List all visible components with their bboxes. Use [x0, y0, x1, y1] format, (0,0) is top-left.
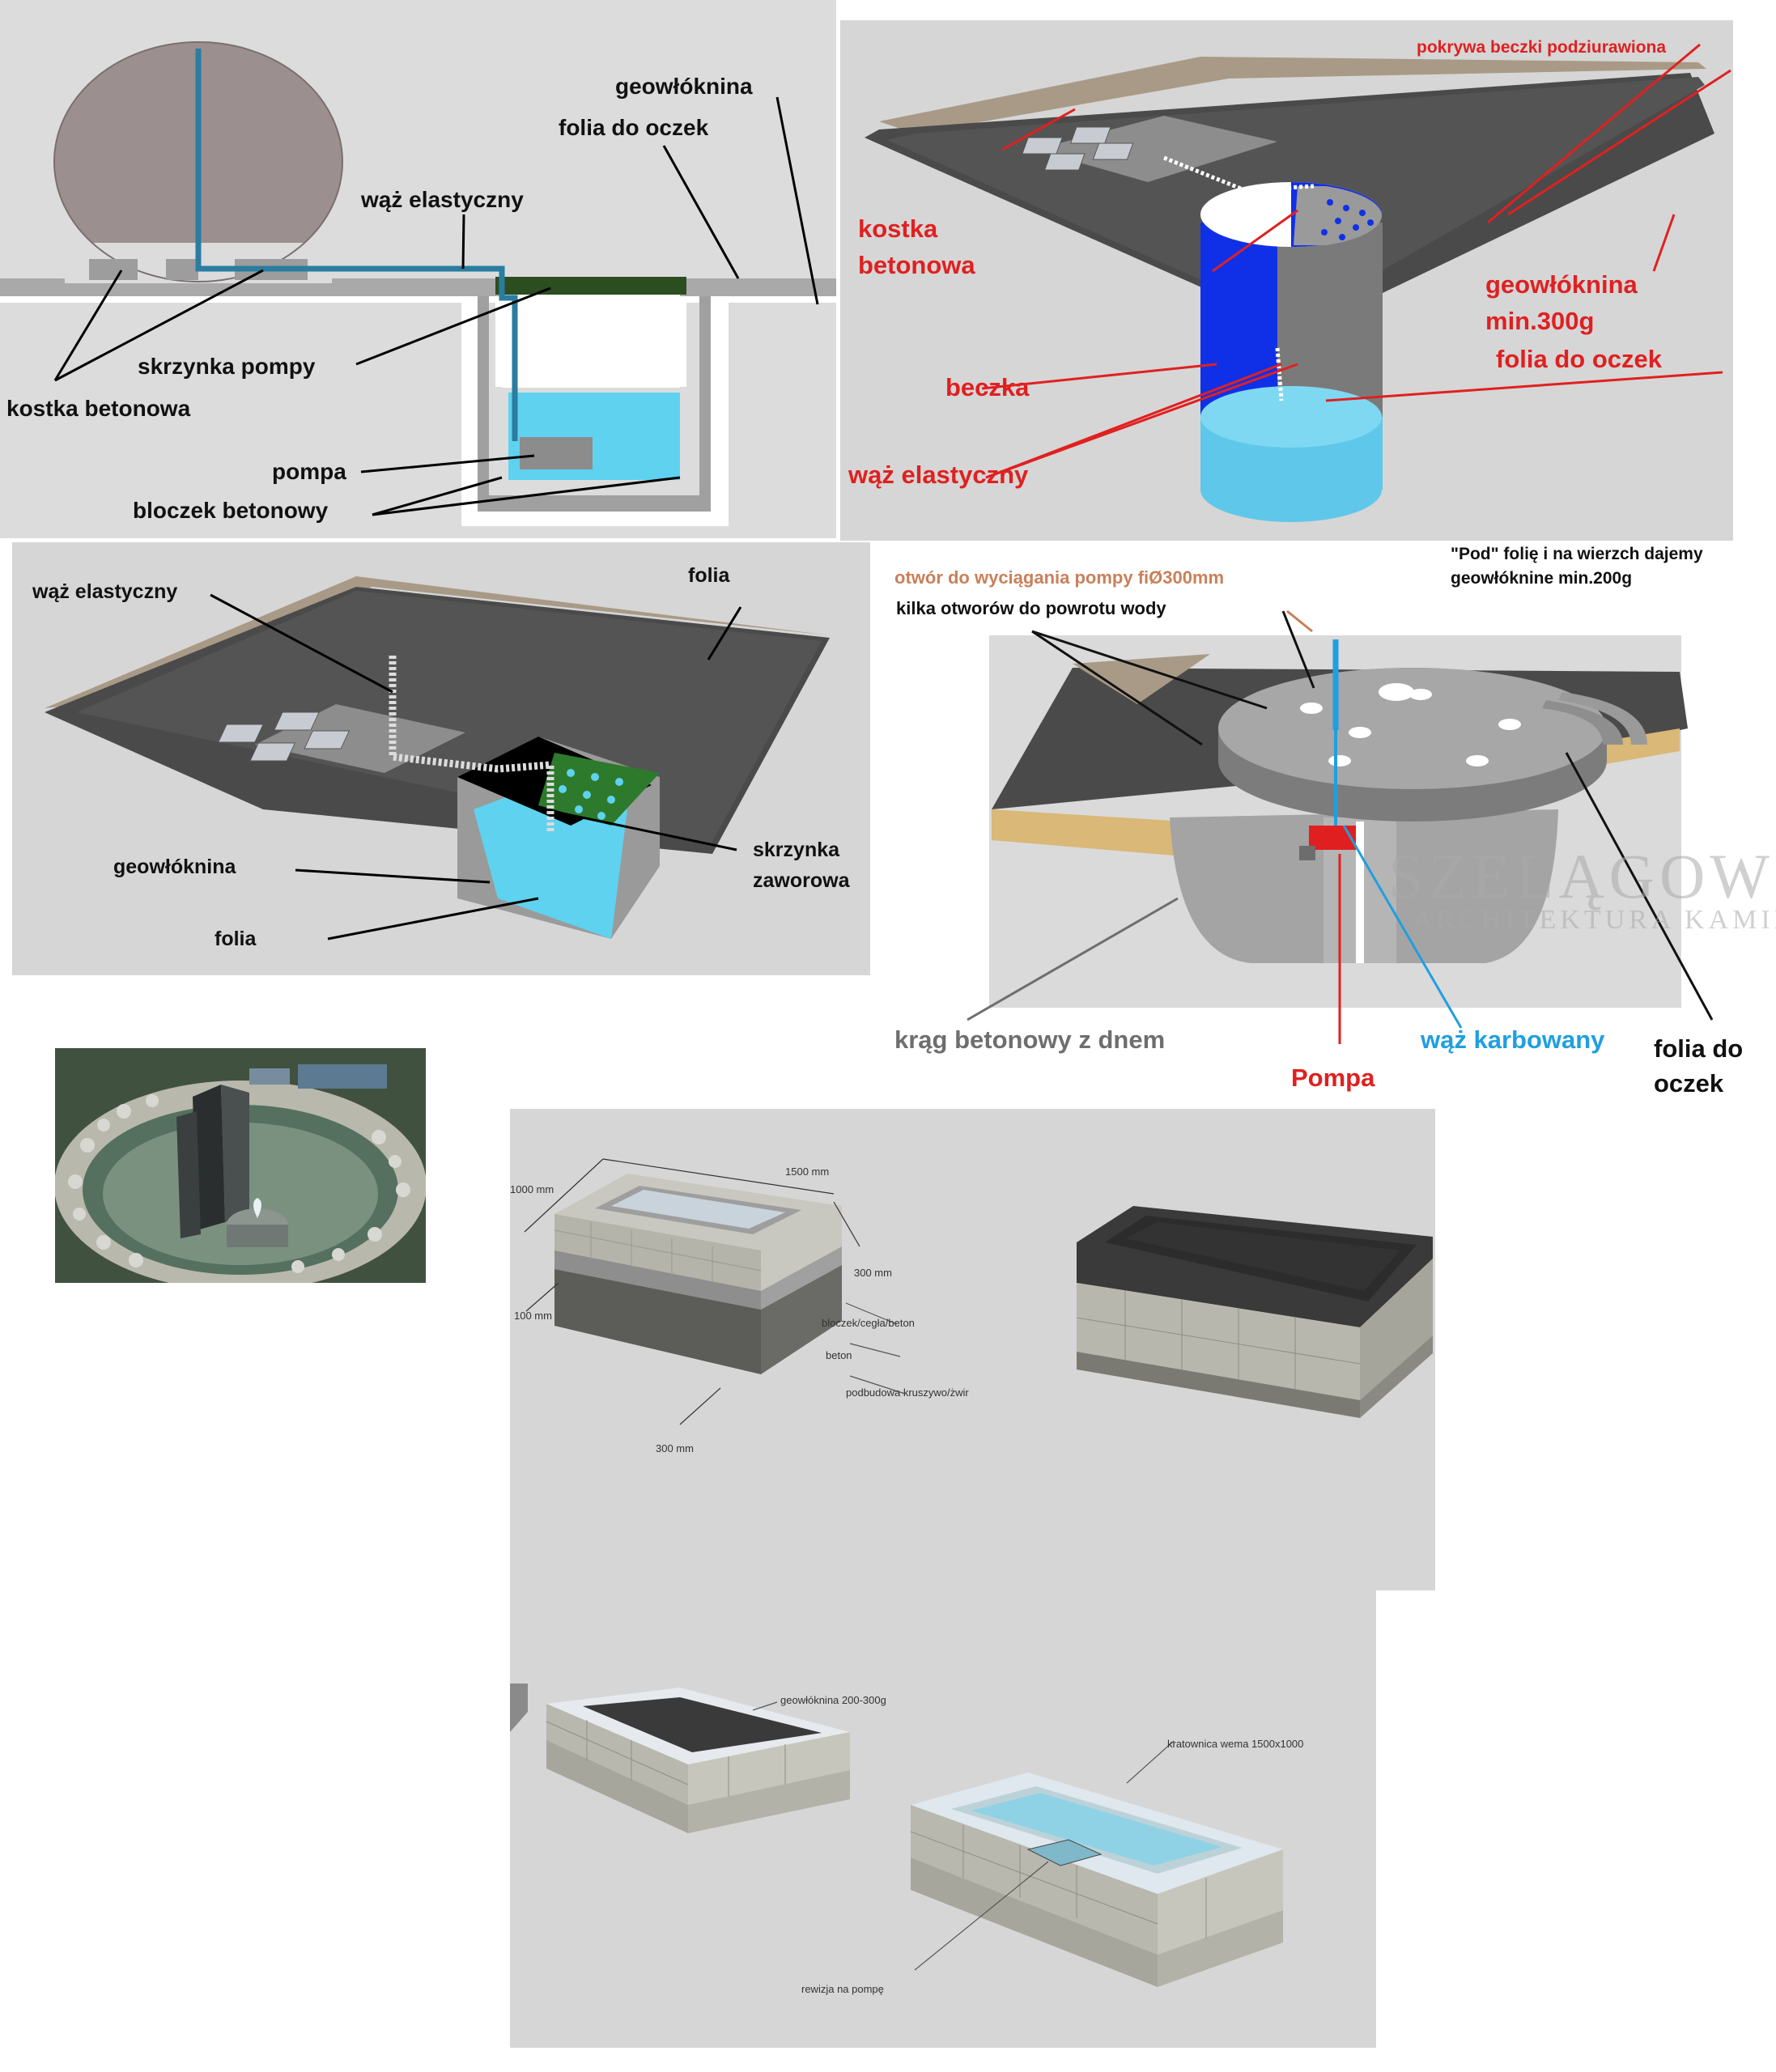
barrel-drawing — [865, 43, 1731, 522]
panel-dimension-boxes: 1500 mm 1000 mm 300 mm 100 mm 300 mm blo… — [510, 1109, 1435, 1590]
label-skrzynka-pompy: skrzynka pompy — [138, 354, 316, 379]
label-kostka-betonowa: kostka betonowa — [6, 396, 191, 421]
panel-concrete-ring: SZELĄGOWSKI ARCHITEKTURA KAMIENNA otwór … — [870, 542, 1776, 1093]
valve-box-water — [474, 785, 627, 939]
pump-shape — [1309, 826, 1356, 850]
pump-shape — [520, 437, 593, 469]
label-pompa: pompa — [272, 459, 346, 484]
valve-box-drawing — [45, 576, 830, 940]
return-hole — [1409, 689, 1432, 700]
return-hole — [1466, 755, 1489, 766]
panel-barrel: pokrywa beczki podziurawiona kostka beto… — [840, 20, 1733, 541]
label-geowloknina: geowłóknina min.300g — [1485, 270, 1638, 335]
panel-grating-boxes: geowłóknina 200-300g kratownica wema 150… — [510, 1590, 1376, 2048]
label-bloczek-betonowy: bloczek betonowy — [133, 498, 329, 523]
label-folia-do-oczek: folia do oczek — [559, 115, 709, 140]
dim-100: 100 mm — [514, 1310, 552, 1322]
watermark-line2: ARCHITEKTURA KAMIENNA — [1413, 905, 1776, 935]
dim-1000: 1000 mm — [510, 1183, 554, 1195]
label-kostka-betonowa: kostka betonowa — [858, 214, 975, 279]
label-waz-elastyczny: wąż elastyczny — [32, 580, 178, 603]
label-waz-karbowany: wąż karbowany — [1421, 1025, 1605, 1054]
panel-valve-box: wąż elastyczny folia geowłóknina folia s… — [12, 542, 875, 975]
panel-cross-section: geowłóknina folia do oczek wąż elastyczn… — [0, 0, 836, 538]
label-geowloknina: geowłóknina 200-300g — [780, 1694, 886, 1706]
dim-300-top: 300 mm — [854, 1267, 892, 1279]
label-kratownica: kratownica wema 1500x1000 — [1167, 1738, 1304, 1750]
label-skrzynka-zaworowa: skrzynka zaworowa — [753, 839, 850, 892]
label-otwor: otwór do wyciągania pompy fiØ300mm — [894, 567, 1225, 588]
label-folia-bottom: folia — [215, 928, 257, 950]
concrete-ring-drawing — [967, 609, 1714, 1044]
dim-1500: 1500 mm — [785, 1166, 830, 1178]
label-folia-epdm: folia EPDM — [1319, 1243, 1373, 1255]
pump-access-hole — [1379, 683, 1414, 701]
dimension-boxes-drawing — [524, 1158, 1433, 1425]
label-bloczek: bloczek/cegła/beton — [822, 1317, 915, 1329]
grating-water — [971, 1793, 1222, 1866]
label-geowloknina: geowłóknina — [615, 74, 753, 99]
label-geowloknina: geowłóknina — [113, 856, 236, 878]
label-pompa: Pompa — [1291, 1064, 1375, 1092]
cross-section-drawing — [0, 41, 836, 526]
label-rewizja: rewizja na pompę — [801, 1983, 884, 1995]
label-folia-do-oczek: folia do oczek — [1496, 345, 1662, 373]
label-kilka-otworow: kilka otworów do powrotu wody — [896, 598, 1166, 618]
label-pokrywa-beczki: pokrywa beczki podziurawiona — [1417, 38, 1667, 57]
label-beczka: beczka — [945, 373, 1030, 401]
return-hole — [1349, 727, 1371, 738]
grating-boxes-drawing — [510, 1684, 1283, 1987]
dim-300-bottom: 300 mm — [656, 1442, 694, 1454]
return-hole — [1328, 755, 1351, 766]
return-hole — [1300, 703, 1323, 714]
label-folia-top: folia — [688, 564, 730, 587]
label-pod-folie: "Pod" folię i na wierzch dajemy geowłókn… — [1451, 545, 1703, 588]
watermark-line1: SZELĄGOWSKI — [1388, 841, 1776, 911]
label-folia-do-oczek: folia do oczek — [1654, 1034, 1744, 1093]
return-hole — [1498, 719, 1521, 730]
label-krag-betonowy: krąg betonowy z dnem — [894, 1025, 1166, 1054]
fountain-photo — [55, 1048, 426, 1283]
label-waz-elastyczny: wąż elastyczny — [848, 461, 1029, 489]
label-podbudowa: podbudowa kruszywo/żwir — [846, 1386, 969, 1399]
label-beton: beton — [826, 1349, 852, 1361]
label-waz-elastyczny: wąż elastyczny — [361, 187, 524, 212]
